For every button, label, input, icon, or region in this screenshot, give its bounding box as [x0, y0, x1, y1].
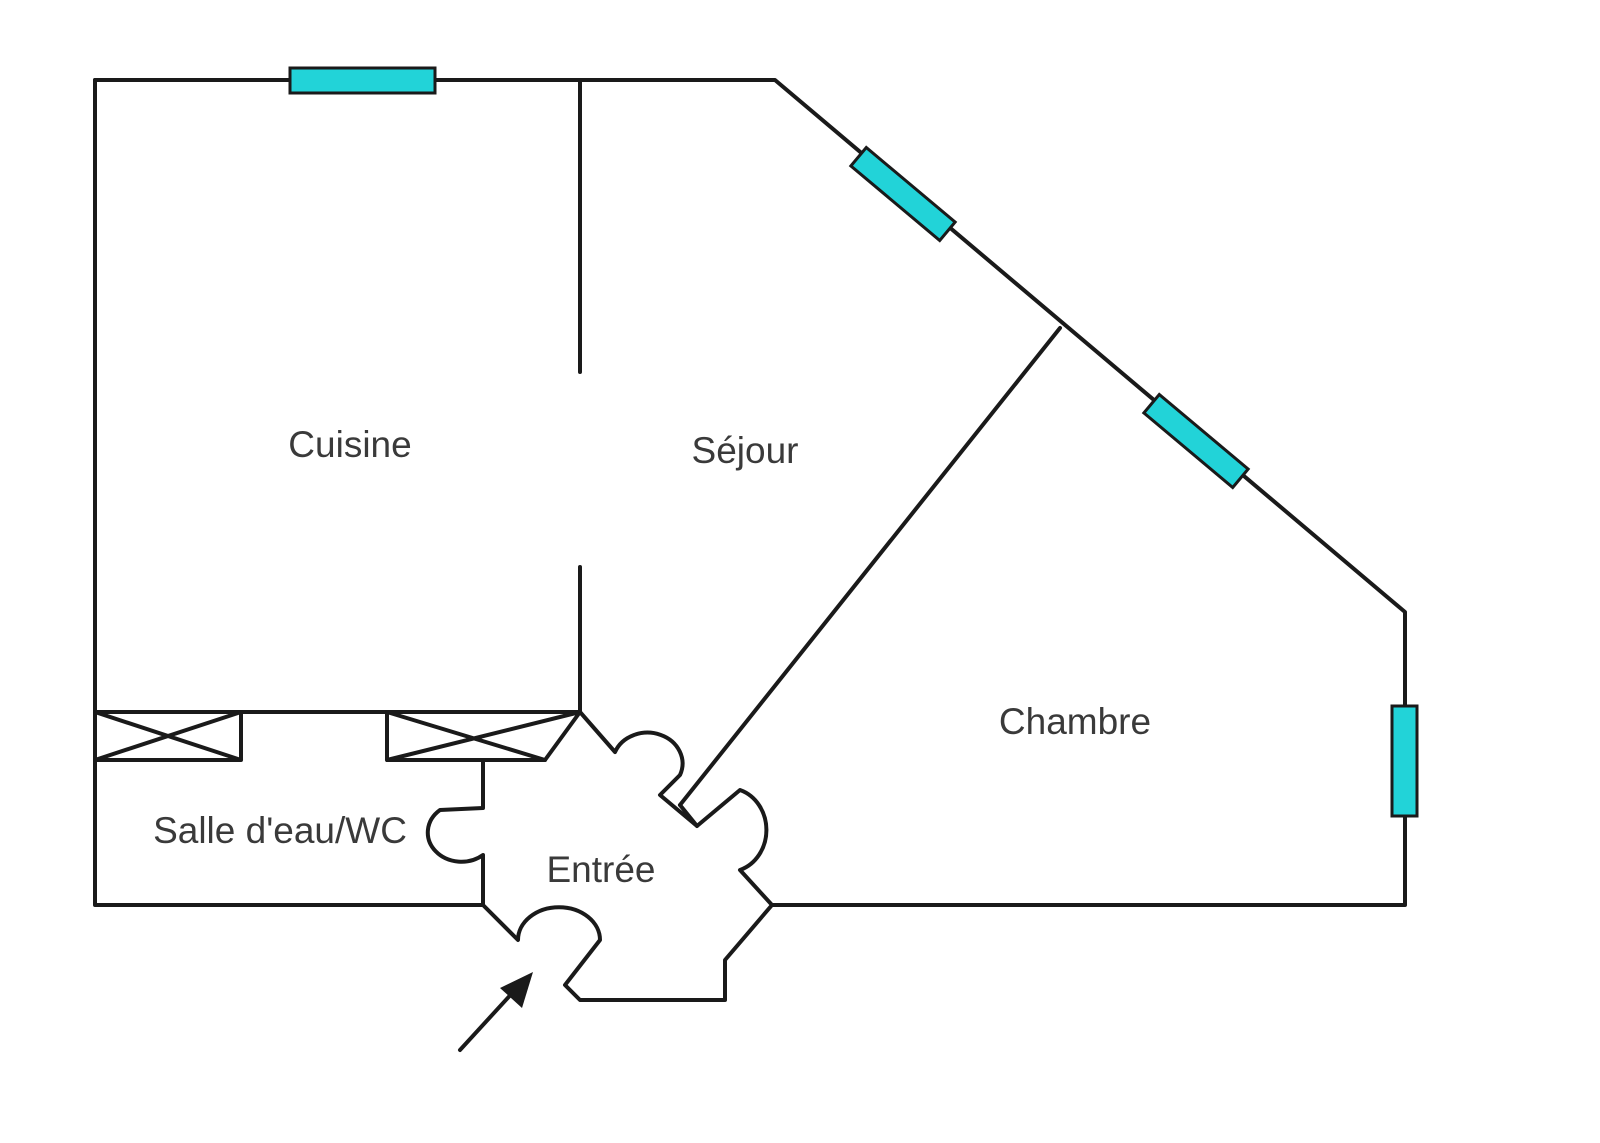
windows	[288, 66, 1419, 818]
closet-left	[93, 710, 243, 762]
window-living	[848, 145, 958, 243]
label-bedroom: Chambre	[999, 701, 1151, 742]
bedroom-partition	[678, 326, 1062, 807]
walls	[93, 78, 1407, 1002]
label-living-room: Séjour	[692, 430, 799, 471]
arrow-shaft-icon	[458, 988, 517, 1052]
label-kitchen: Cuisine	[288, 424, 411, 465]
window-kitchen	[288, 66, 437, 95]
closet-right	[385, 710, 582, 762]
bathroom-walls	[93, 758, 547, 907]
entry-arrow	[458, 972, 533, 1052]
arrow-head-icon	[500, 972, 533, 1008]
label-bathroom: Salle d'eau/WC	[153, 810, 407, 851]
outer-top-wall	[93, 78, 1407, 907]
entrance-walls	[481, 710, 774, 1002]
kitchen-left-wall	[93, 78, 582, 714]
bedroom-door-jamb	[678, 803, 699, 828]
window-bedroom-diagonal	[1141, 392, 1251, 490]
label-entrance: Entrée	[546, 849, 655, 890]
window-bedroom-right	[1390, 704, 1419, 818]
